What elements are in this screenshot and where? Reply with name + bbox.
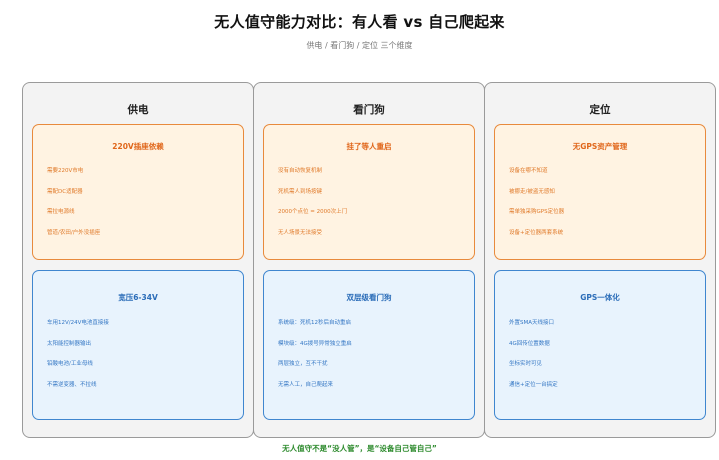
solution-card-title: GPS一体化 — [580, 293, 620, 302]
list-item: 需单独采购GPS定位器 — [509, 209, 565, 215]
list-item: 铅酸电池/工业母线 — [47, 361, 93, 367]
list-item: 2000个点位 = 2000次上门 — [278, 209, 348, 215]
list-item: 系统级：死机12秒后自动重启 — [278, 320, 351, 326]
solution-card: 宽压6-34V 车用12V/24V电池直接接 太阳能控制器输出 铅酸电池/工业母… — [32, 270, 244, 420]
list-item: 被挪走/被盗无感知 — [509, 188, 555, 195]
solution-list: 系统级：死机12秒后自动重启 模块级：4G拨号异常独立重启 两层独立，互不干扰 … — [278, 319, 466, 401]
list-item: 设备在哪不知道 — [509, 168, 548, 174]
page-subtitle: 供电 / 看门狗 / 定位 三个维度 — [306, 41, 413, 50]
solution-card-title: 宽压6-34V — [118, 293, 158, 302]
problem-card-title: 220V插座依赖 — [112, 142, 164, 151]
solution-card: 双层级看门狗 系统级：死机12秒后自动重启 模块级：4G拨号异常独立重启 两层独… — [263, 270, 475, 420]
list-item: 车用12V/24V电池直接接 — [47, 320, 109, 326]
list-item: 通信+定位一台搞定 — [509, 381, 558, 388]
list-item: 管道/农田/户外没插座 — [47, 229, 101, 236]
list-item: 外置SMA天线接口 — [509, 320, 554, 326]
solution-card: GPS一体化 外置SMA天线接口 4G回传位置数据 坐标实时可见 通信+定位一台… — [494, 270, 706, 420]
column-watchdog: 看门狗 挂了等人重启 没有自动恢复机制 死机需人到场按键 2000个点位 = 2… — [253, 82, 485, 438]
list-item: 无人场景无法接受 — [278, 229, 323, 236]
list-item: 没有自动恢复机制 — [278, 168, 323, 174]
column-positioning: 定位 无GPS资产管理 设备在哪不知道 被挪走/被盗无感知 需单独采购GPS定位… — [484, 82, 716, 438]
problem-list: 没有自动恢复机制 死机需人到场按键 2000个点位 = 2000次上门 无人场景… — [278, 167, 466, 249]
problem-card: 挂了等人重启 没有自动恢复机制 死机需人到场按键 2000个点位 = 2000次… — [263, 124, 475, 260]
page-title: 无人值守能力对比：有人看 vs 自己爬起来 — [214, 13, 505, 31]
list-item: 太阳能控制器输出 — [47, 340, 92, 347]
list-item: 不需逆变器、不拉线 — [47, 381, 97, 388]
column-header: 供电 — [127, 104, 149, 116]
problem-card: 无GPS资产管理 设备在哪不知道 被挪走/被盗无感知 需单独采购GPS定位器 设… — [494, 124, 706, 260]
list-item: 需拉电源线 — [47, 209, 75, 215]
list-item: 两层独立，互不干扰 — [278, 361, 328, 367]
list-item: 需配DC适配器 — [47, 188, 83, 195]
list-item: 死机需人到场按键 — [278, 188, 323, 195]
column-header: 看门狗 — [353, 104, 385, 116]
footer-caption: 无人值守不是“没人管”，是“设备自己管自己” — [282, 444, 437, 453]
list-item: 需要220V市电 — [47, 168, 84, 174]
problem-list: 设备在哪不知道 被挪走/被盗无感知 需单独采购GPS定位器 设备+定位器两套系统 — [509, 167, 697, 249]
column-power: 供电 220V插座依赖 需要220V市电 需配DC适配器 需拉电源线 管道/农田… — [22, 82, 254, 438]
column-header: 定位 — [589, 104, 611, 116]
solution-list: 外置SMA天线接口 4G回传位置数据 坐标实时可见 通信+定位一台搞定 — [509, 319, 697, 401]
problem-card-title: 挂了等人重启 — [346, 142, 392, 151]
problem-card-title: 无GPS资产管理 — [572, 142, 628, 151]
list-item: 无需人工，自己爬起来 — [278, 381, 334, 388]
list-item: 设备+定位器两套系统 — [509, 229, 564, 236]
problem-list: 需要220V市电 需配DC适配器 需拉电源线 管道/农田/户外没插座 — [47, 167, 235, 249]
solution-list: 车用12V/24V电池直接接 太阳能控制器输出 铅酸电池/工业母线 不需逆变器、… — [47, 319, 235, 401]
list-item: 模块级：4G拨号异常独立重启 — [278, 340, 352, 347]
list-item: 坐标实时可见 — [509, 361, 543, 367]
list-item: 4G回传位置数据 — [509, 340, 550, 347]
solution-card-title: 双层级看门狗 — [346, 293, 392, 302]
problem-card: 220V插座依赖 需要220V市电 需配DC适配器 需拉电源线 管道/农田/户外… — [32, 124, 244, 260]
